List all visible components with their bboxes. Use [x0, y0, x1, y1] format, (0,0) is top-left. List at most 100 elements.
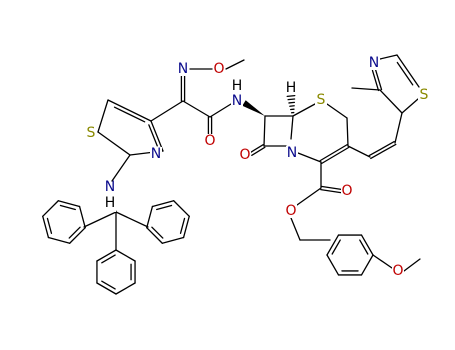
atom-h-amide: H: [232, 78, 243, 94]
atom-n-lactam: N: [287, 145, 297, 161]
bg-nh-amide: [231, 82, 243, 110]
trityl-phenyl-right-bond-0: [182, 215, 190, 239]
trityl-phenyl-left-bond-4: [57, 200, 81, 208]
trityl-phenyl-right-bond-2: [146, 227, 163, 244]
left-thiazole-bond-0: [150, 120, 164, 152]
bond-c6-n: [290, 115, 294, 140]
methoxybenzyl-ring-bond-3: [326, 234, 340, 256]
trityl-phenyl-left-bond-5: [78, 205, 86, 229]
bond-vinyl-double: [370, 143, 397, 160]
bond-c3-vinyl: [347, 145, 371, 158]
bond-c3-c4: [319, 143, 348, 162]
bond-ester-c-o-second: [320, 185, 342, 191]
bg-o-methoxy: [392, 264, 404, 278]
left-thiazole-double-4: [113, 106, 146, 123]
trityl-phenyl-left-bond-3: [42, 200, 59, 217]
right-thiazole-c4-n: [374, 68, 383, 91]
bond-s-ch2: [326, 103, 348, 119]
bond-c4-oxime-c: [150, 100, 184, 122]
bg-o-lactam: [239, 148, 251, 162]
wedge-bond-layer: [242, 100, 265, 116]
bond-c8-o: [249, 143, 264, 154]
bond-trityl-phenyl-1: [83, 211, 117, 228]
trityl-phenyl-bottom-bond-3: [115, 249, 136, 262]
trityl-phenyl-bottom-double-2: [101, 254, 116, 264]
hash-bond-layer: [286, 94, 296, 114]
bond-oxime-c-amide-c: [182, 100, 211, 118]
atom-n-thiazole-right: N: [369, 55, 379, 71]
right-thiazole-n-c2: [379, 54, 398, 60]
methoxybenzyl-ring-double-3: [331, 239, 341, 255]
bond-o-methyl-2: [403, 258, 421, 272]
trityl-phenyl-right-double-0: [179, 217, 186, 234]
left-thiazole-bond-3: [97, 99, 109, 133]
wedge-c7-nh: [242, 100, 265, 116]
bg-h-stereo: [285, 81, 297, 95]
trityl-phenyl-right-bond-3: [146, 205, 154, 229]
methoxybenzyl-ring-bond-5: [360, 234, 374, 256]
bond-c2-nh: [111, 154, 131, 182]
bg-o-ester-carbonyl: [341, 184, 353, 198]
bond-trityl-phenyl-2: [115, 211, 149, 228]
bond-vinyl-thiazole: [394, 112, 403, 144]
trityl-phenyl-right-bond-1: [161, 236, 185, 244]
atom-o-amide: O: [204, 133, 215, 149]
stereo-c6-h-hash-5: [287, 98, 296, 101]
trityl-phenyl-bottom-bond-0: [96, 282, 117, 295]
atom-n-thiazole-left: N: [151, 146, 161, 162]
atom-n-oxime: N: [178, 61, 188, 77]
bg-s-thiazole-right: [418, 88, 430, 102]
bond-aryl-o: [372, 254, 393, 269]
bond-ch2-c3: [346, 117, 349, 147]
bg-o-amide: [204, 134, 216, 148]
bond-ester-c-o: [320, 188, 342, 194]
trityl-phenyl-left-double-2: [46, 217, 53, 234]
atom-nh-amide: N: [232, 93, 242, 109]
bg-o-ester: [285, 204, 297, 218]
atom-o-ester: O: [285, 203, 296, 219]
bond-o-ch2: [290, 217, 301, 241]
bg-n-oxime: [177, 62, 189, 76]
bg-o-oxime: [213, 62, 225, 76]
atom-o-lactam: O: [239, 147, 250, 163]
methoxybenzyl-ring-bond-0: [360, 254, 374, 276]
right-thiazole-c2-s-inner: [396, 61, 414, 86]
methoxybenzyl-ring-double-5: [359, 239, 369, 255]
trityl-phenyl-bottom-bond-5: [115, 282, 136, 295]
bond-ester-c-o-single: [296, 187, 322, 206]
trityl-phenyl-left-bond-2: [42, 215, 50, 239]
right-thiazole-c2-s: [396, 54, 420, 88]
trityl-phenyl-left-double-4: [59, 204, 76, 211]
bg-s-cephem: [315, 93, 327, 107]
right-thiazole-s-c5: [401, 98, 419, 114]
trityl-phenyl-right-double-2: [151, 226, 164, 239]
bond-c8-o-second: [251, 146, 266, 157]
atom-h-trityl: H: [105, 195, 116, 211]
bg-n-thiazole-left: [150, 147, 162, 161]
trityl-phenyl-bottom-bond-2: [96, 249, 117, 262]
bond-amide-c-nh: [209, 103, 232, 118]
atom-h-stereo: H: [286, 80, 297, 96]
atom-o-methoxy: O: [392, 263, 403, 279]
atom-o-oxime: O: [213, 61, 224, 77]
bond-o-methyl: [225, 59, 245, 70]
left-thiazole-bond-4: [107, 99, 152, 122]
methoxybenzyl-ring-bond-2: [326, 254, 340, 276]
bond-c6-s: [292, 103, 316, 117]
bond-layer: [42, 54, 421, 295]
bond-c3-c4-second: [321, 146, 350, 165]
trityl-phenyl-right-bond-5: [173, 200, 190, 217]
stereo-c6-h-hash-6: [286, 94, 296, 98]
atom-o-ester-carbonyl: O: [341, 183, 352, 199]
left-thiazole-bond-2: [97, 131, 131, 156]
right-thiazole-c5-c4: [379, 89, 403, 114]
bg-n-lactam: [286, 146, 298, 160]
atom-s-thiazole-left: S: [87, 125, 96, 141]
stereo-c6-h-hash-4: [288, 101, 296, 104]
trityl-phenyl-right-bond-4: [151, 200, 175, 208]
atom-nh-trityl: N: [105, 179, 115, 195]
bg-n-thiazole-right: [368, 56, 380, 70]
atom-s-cephem: S: [317, 92, 326, 108]
trityl-phenyl-left-bond-0: [69, 227, 86, 244]
